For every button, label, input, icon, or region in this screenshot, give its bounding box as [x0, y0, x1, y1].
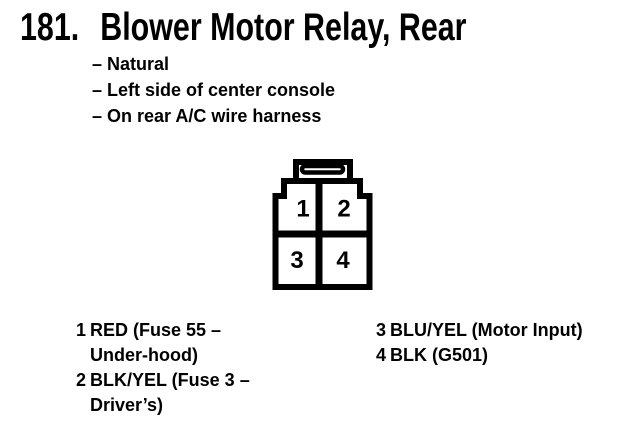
cavity-2-label: 2	[337, 196, 350, 223]
pin-description-line: BLK/YEL (Fuse 3 –	[90, 370, 250, 390]
cavity-1-label: 1	[296, 196, 309, 223]
pin-description: BLK (G501)	[390, 343, 488, 368]
legend-entry: 1 RED (Fuse 55 – Under-hood)	[76, 318, 250, 368]
pin-legend-right: 3 BLU/YEL (Motor Input) 4 BLK (G501)	[376, 318, 583, 368]
entry-number: 181.	[20, 6, 80, 49]
pin-legend-left: 1 RED (Fuse 55 – Under-hood) 2 BLK/YEL (…	[76, 318, 250, 418]
pin-description: BLU/YEL (Motor Input)	[390, 318, 583, 343]
pin-number: 1	[76, 320, 87, 340]
cavity-4-label: 4	[336, 247, 350, 274]
entry-title: Blower Motor Relay, Rear	[100, 6, 467, 49]
pin-description-line: BLK (G501)	[390, 345, 489, 365]
cavity-3-label: 3	[290, 247, 303, 274]
legend-entry: 2 BLK/YEL (Fuse 3 – Driver’s)	[76, 368, 250, 418]
pin-description-line: BLU/YEL (Motor Input)	[390, 320, 583, 340]
pin-description: RED (Fuse 55 – Under-hood)	[90, 318, 221, 368]
legend-entry: 4 BLK (G501)	[376, 343, 583, 368]
note-line: – On rear A/C wire harness	[92, 106, 322, 126]
connector-lock-tab-slot	[299, 163, 346, 175]
note-line: – Natural	[92, 54, 170, 74]
pin-number: 2	[76, 370, 87, 390]
notes-list: – Natural – Left side of center console …	[92, 51, 335, 129]
pin-description-line: Driver’s)	[90, 395, 164, 415]
pin-description-line: Under-hood)	[90, 345, 198, 365]
pin-number: 3	[376, 320, 387, 340]
pin-description: BLK/YEL (Fuse 3 – Driver’s)	[90, 368, 250, 418]
pin-description-line: RED (Fuse 55 –	[90, 320, 222, 340]
pin-number: 4	[376, 345, 387, 365]
legend-entry: 3 BLU/YEL (Motor Input)	[376, 318, 583, 343]
note-line: – Left side of center console	[92, 80, 336, 100]
page-title: 181. Blower Motor Relay, Rear	[20, 8, 467, 47]
connector-diagram: 1 2 3 4	[272, 159, 373, 290]
